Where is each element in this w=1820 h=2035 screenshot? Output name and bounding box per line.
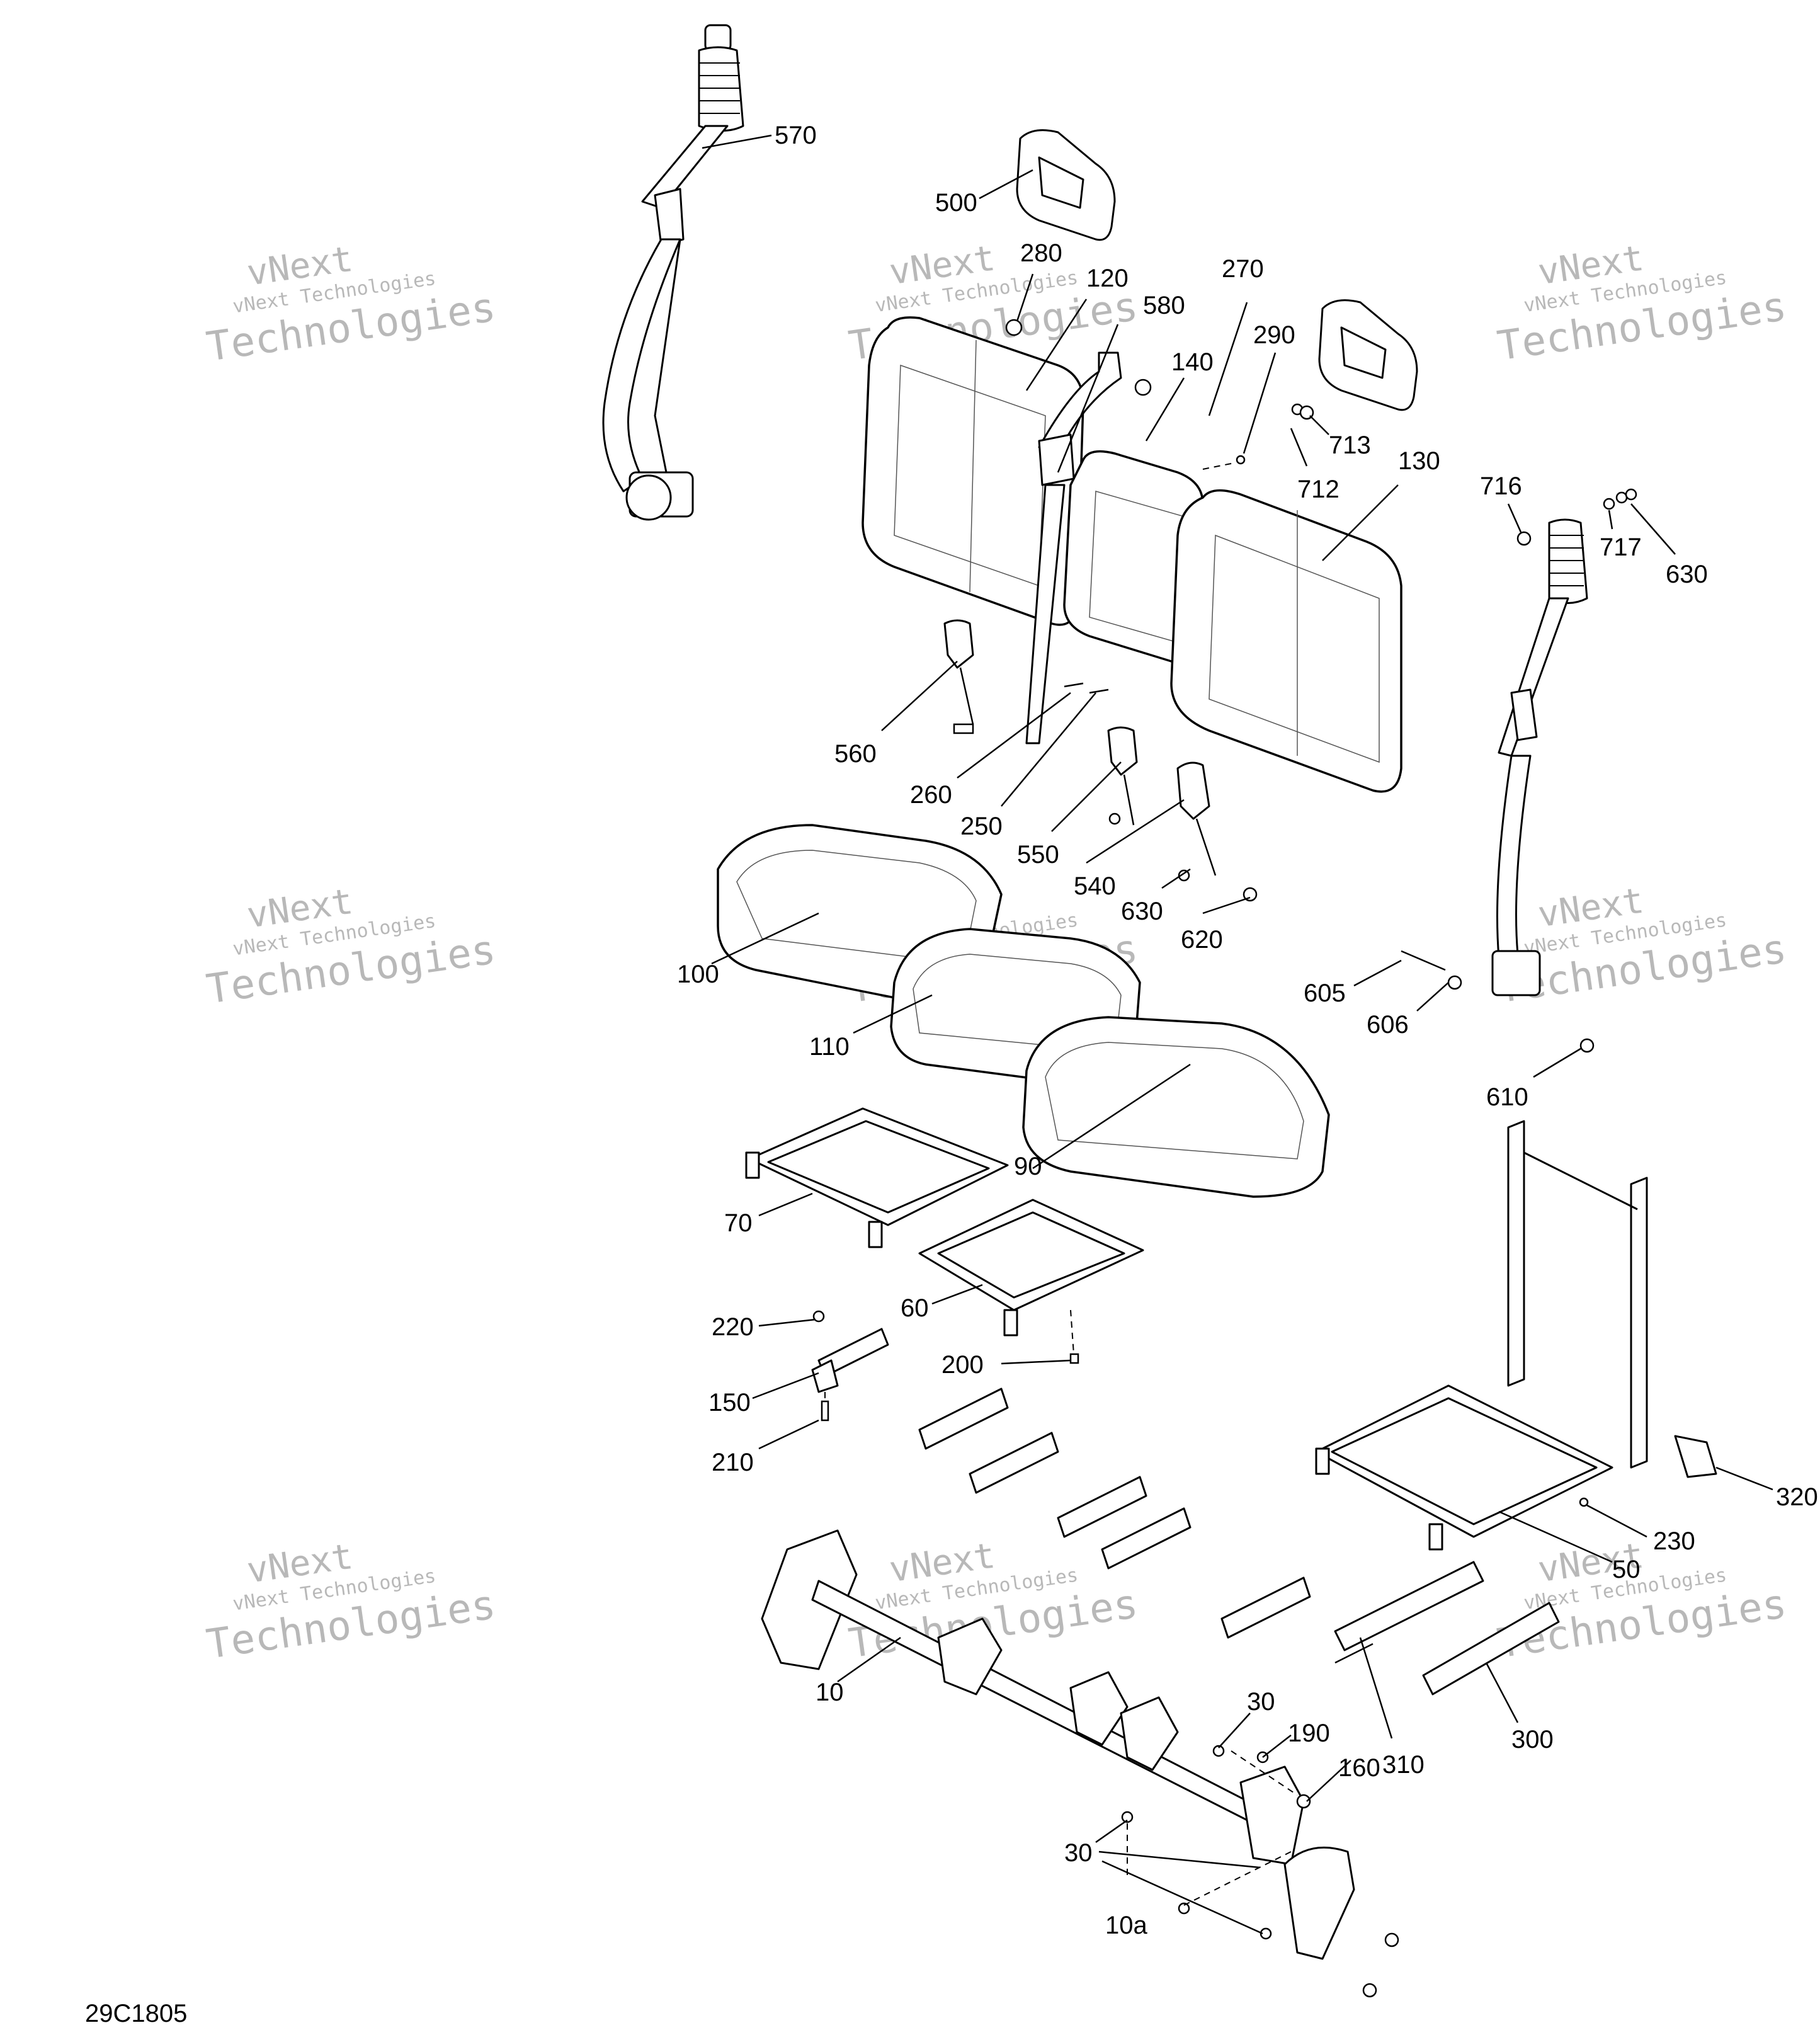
watermark-top-left: vNext vNext Technologies Technologies [203,239,498,371]
callout-110: 110 [809,1033,850,1061]
callout-540: 540 [1074,872,1116,900]
left-seat-belt-570 [602,24,744,521]
base-frame-10 [761,1529,1355,1960]
seat-slider-pair-left [918,1388,1059,1494]
callout-712: 712 [1297,476,1339,503]
hardware-small-parts [812,319,1637,1998]
callout-620: 620 [1181,926,1223,954]
callout-140: 140 [1171,348,1214,376]
callout-10a: 10a [1105,1912,1147,1939]
callout-250: 250 [960,812,1003,840]
backrest-left-120 [862,316,1084,626]
seat-slider-right [1220,1576,1311,1639]
seat-cushion-right-90 [1022,1016,1330,1198]
watermark-bottom-right: vNext vNext Technologies Technologies [1494,1536,1789,1668]
callout-100: 100 [677,960,719,988]
callout-10: 10 [816,1679,844,1706]
belt-buckle-560 [943,619,974,734]
slide-rail-300 [1422,1602,1560,1696]
bracket-320 [1674,1435,1717,1478]
callout-580: 580 [1143,292,1185,319]
callout-713: 713 [1329,431,1371,459]
callout-320: 320 [1776,1483,1818,1511]
backrest-right-130 [1170,489,1402,793]
right-seat-belt [1491,518,1588,996]
callout-560: 560 [834,740,877,768]
callout-210: 210 [712,1449,754,1476]
watermark-top-right: vNext vNext Technologies Technologies [1494,238,1789,370]
callout-30-upper: 30 [1247,1688,1275,1716]
seat-frame-60 [918,1199,1144,1337]
callout-310: 310 [1382,1751,1425,1779]
callout-717: 717 [1600,533,1642,561]
assembly-dashed-lines [824,462,1298,1906]
callout-30-lower: 30 [1064,1839,1093,1867]
callout-230: 230 [1653,1527,1695,1555]
side-frame-50 [1315,1120,1648,1551]
watermark-bottom-left: vNext vNext Technologies Technologies [203,1536,498,1668]
callout-90: 90 [1014,1153,1042,1180]
callout-570: 570 [775,122,817,149]
seat-frame-70 [745,1107,1009,1248]
callout-605: 605 [1304,979,1346,1007]
callout-610: 610 [1486,1083,1528,1111]
belt-buckle-540 [1176,761,1217,876]
callout-290: 290 [1253,321,1295,349]
callout-labels: 570 500 280 120 270 580 140 290 713 712 … [677,122,1818,1939]
callout-500: 500 [935,189,977,217]
callout-630-upper: 630 [1666,561,1708,588]
callout-630-lower: 630 [1121,898,1163,925]
callout-150: 150 [708,1389,751,1417]
callout-716: 716 [1480,472,1522,500]
seat-slider-150 [811,1328,889,1393]
callout-130: 130 [1398,447,1440,475]
callout-50: 50 [1612,1556,1641,1583]
watermark-mid-left: vNext vNext Technologies Technologies [203,881,498,1013]
callout-270: 270 [1222,255,1264,283]
leader-lines [702,134,1773,1935]
callout-220: 220 [712,1313,754,1341]
callout-606: 606 [1367,1011,1409,1039]
watermark-top-center: vNext vNext Technologies Technologies [846,238,1140,370]
headrest-713 [1318,299,1418,411]
callout-550: 550 [1017,841,1059,869]
headrest-500 [1016,129,1116,241]
callout-70: 70 [724,1209,753,1237]
seat-slider-pair-center [1057,1476,1192,1570]
callout-120: 120 [1086,265,1129,292]
center-belt-580 [1025,351,1122,744]
callout-280: 280 [1020,239,1062,267]
belt-buckle-550 [1107,726,1138,826]
callout-60: 60 [901,1294,929,1322]
callout-190: 190 [1288,1719,1330,1747]
slide-rail-310 [1334,1561,1484,1664]
callout-160: 160 [1338,1754,1380,1782]
callout-200: 200 [941,1351,984,1379]
callout-300: 300 [1511,1726,1554,1753]
drawing-code: 29C1805 [85,2000,187,2027]
callout-260: 260 [910,781,952,809]
